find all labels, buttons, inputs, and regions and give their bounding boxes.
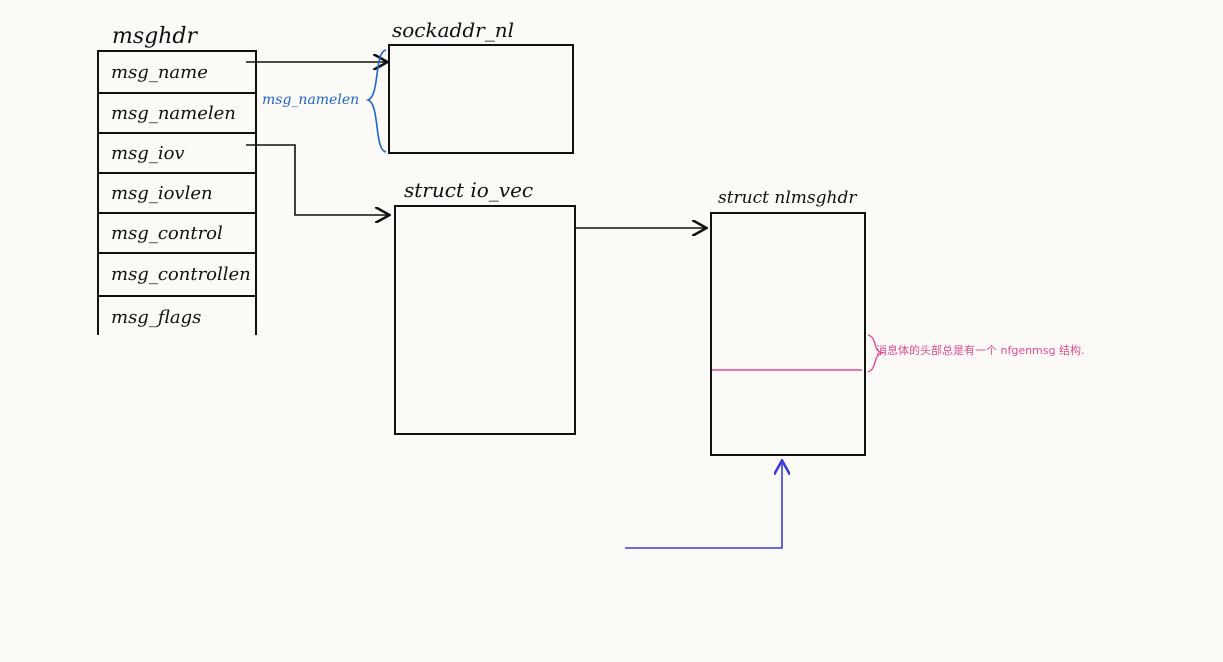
arrow-msgiov-to-iovec [246, 144, 388, 215]
brace-msg-namelen [365, 49, 387, 153]
msghdr-title: msghdr [112, 24, 198, 49]
msghdr-struct: msg_name msg_namelen msg_iov msg_iovlen … [97, 50, 257, 335]
msghdr-field: msg_flags [99, 295, 255, 337]
msghdr-field: msg_namelen [99, 92, 255, 132]
iovec-title: struct io_vec [404, 178, 534, 202]
msghdr-field: msg_controllen [99, 252, 255, 295]
nlmsghdr-title: struct nlmsghdr [718, 188, 857, 208]
msghdr-field: msg_iovlen [99, 172, 255, 212]
arrow-iov1-to-steps [625, 462, 782, 549]
brace-body [867, 334, 885, 373]
msghdr-field: msg_name [111, 61, 208, 83]
sockaddr-struct [388, 44, 574, 154]
nlmsghdr-struct [710, 212, 866, 456]
brace-label: msg_namelen [262, 92, 360, 108]
sockaddr-title: sockaddr_nl [392, 18, 514, 42]
msghdr-field: msg_control [99, 212, 255, 252]
body-note: 消息体的头部总是有一个 nfgenmsg 结构. [876, 344, 1085, 357]
iovec-struct [394, 205, 576, 435]
msghdr-field: msg_iov [99, 132, 255, 172]
